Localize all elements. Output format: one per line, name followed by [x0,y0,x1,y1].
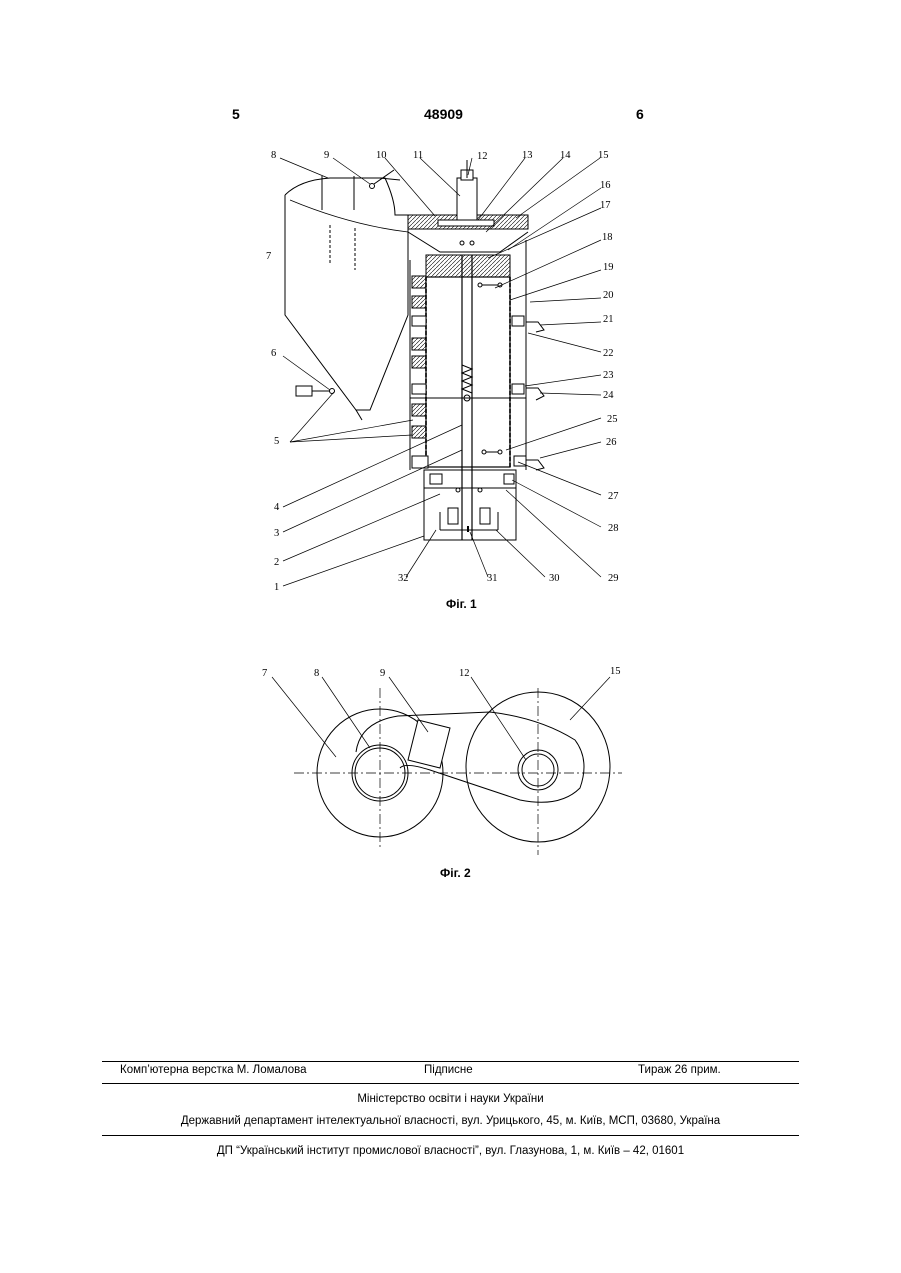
typesetting-credit: Комп’ютерна верстка М. Ломалова [120,1064,307,1076]
fig1-label-19: 19 [603,262,614,273]
fig1-label-17: 17 [600,200,611,211]
fig1-label-24: 24 [603,390,614,401]
institute-address: ДП “Український інститут промислової вла… [102,1145,799,1157]
fig1-label-25: 25 [607,414,618,425]
fig1-label-26: 26 [606,437,617,448]
footer-rule-bottom [102,1135,799,1136]
figure-1-caption: Фіг. 1 [446,597,477,611]
fig1-label-16: 16 [600,180,611,191]
fig1-label-10: 10 [376,150,387,161]
figure-1-drawing [280,158,601,586]
fig1-label-8: 8 [271,150,276,161]
fig1-label-14: 14 [560,150,571,161]
fig1-label-30: 30 [549,573,560,584]
fig1-label-22: 22 [603,348,614,359]
fig2-label-9: 9 [380,668,385,679]
fig2-label-15: 15 [610,666,621,677]
fig1-label-5: 5 [274,436,279,447]
fig1-label-4: 4 [274,502,280,513]
fig1-label-13: 13 [522,150,533,161]
footer-rule-middle [102,1083,799,1084]
circulation-note: Тираж 26 прим. [638,1064,721,1076]
figure-2-caption: Фіг. 2 [440,866,471,880]
fig1-label-11: 11 [413,150,423,161]
fig1-label-20: 20 [603,290,614,301]
fig1-label-28: 28 [608,523,619,534]
fig1-label-12: 12 [477,151,488,162]
fig1-label-6: 6 [271,348,276,359]
fig1-label-7: 7 [266,251,271,262]
fig1-label-31: 31 [487,573,498,584]
fig1-label-32: 32 [398,573,409,584]
fig2-label-12: 12 [459,668,470,679]
fig1-label-3: 3 [274,528,279,539]
fig1-label-2: 2 [274,557,279,568]
figure-2-drawing [272,677,622,855]
fig1-label-29: 29 [608,573,619,584]
fig1-label-23: 23 [603,370,614,381]
fig2-label-7: 7 [262,668,267,679]
fig1-label-1: 1 [274,582,279,593]
fig1-label-9: 9 [324,150,329,161]
fig1-label-27: 27 [608,491,619,502]
fig2-label-8: 8 [314,668,319,679]
figure-2-labels: 7 8 9 12 15 [262,666,621,679]
department-address: Державний департамент інтелектуальної вл… [102,1115,799,1127]
footer-rule-top [102,1061,799,1062]
fig1-label-15: 15 [598,150,609,161]
subscription-note: Підписне [424,1064,473,1076]
fig1-label-18: 18 [602,232,613,243]
ministry-name: Міністерство освіти і науки України [102,1093,799,1105]
fig1-label-21: 21 [603,314,614,325]
